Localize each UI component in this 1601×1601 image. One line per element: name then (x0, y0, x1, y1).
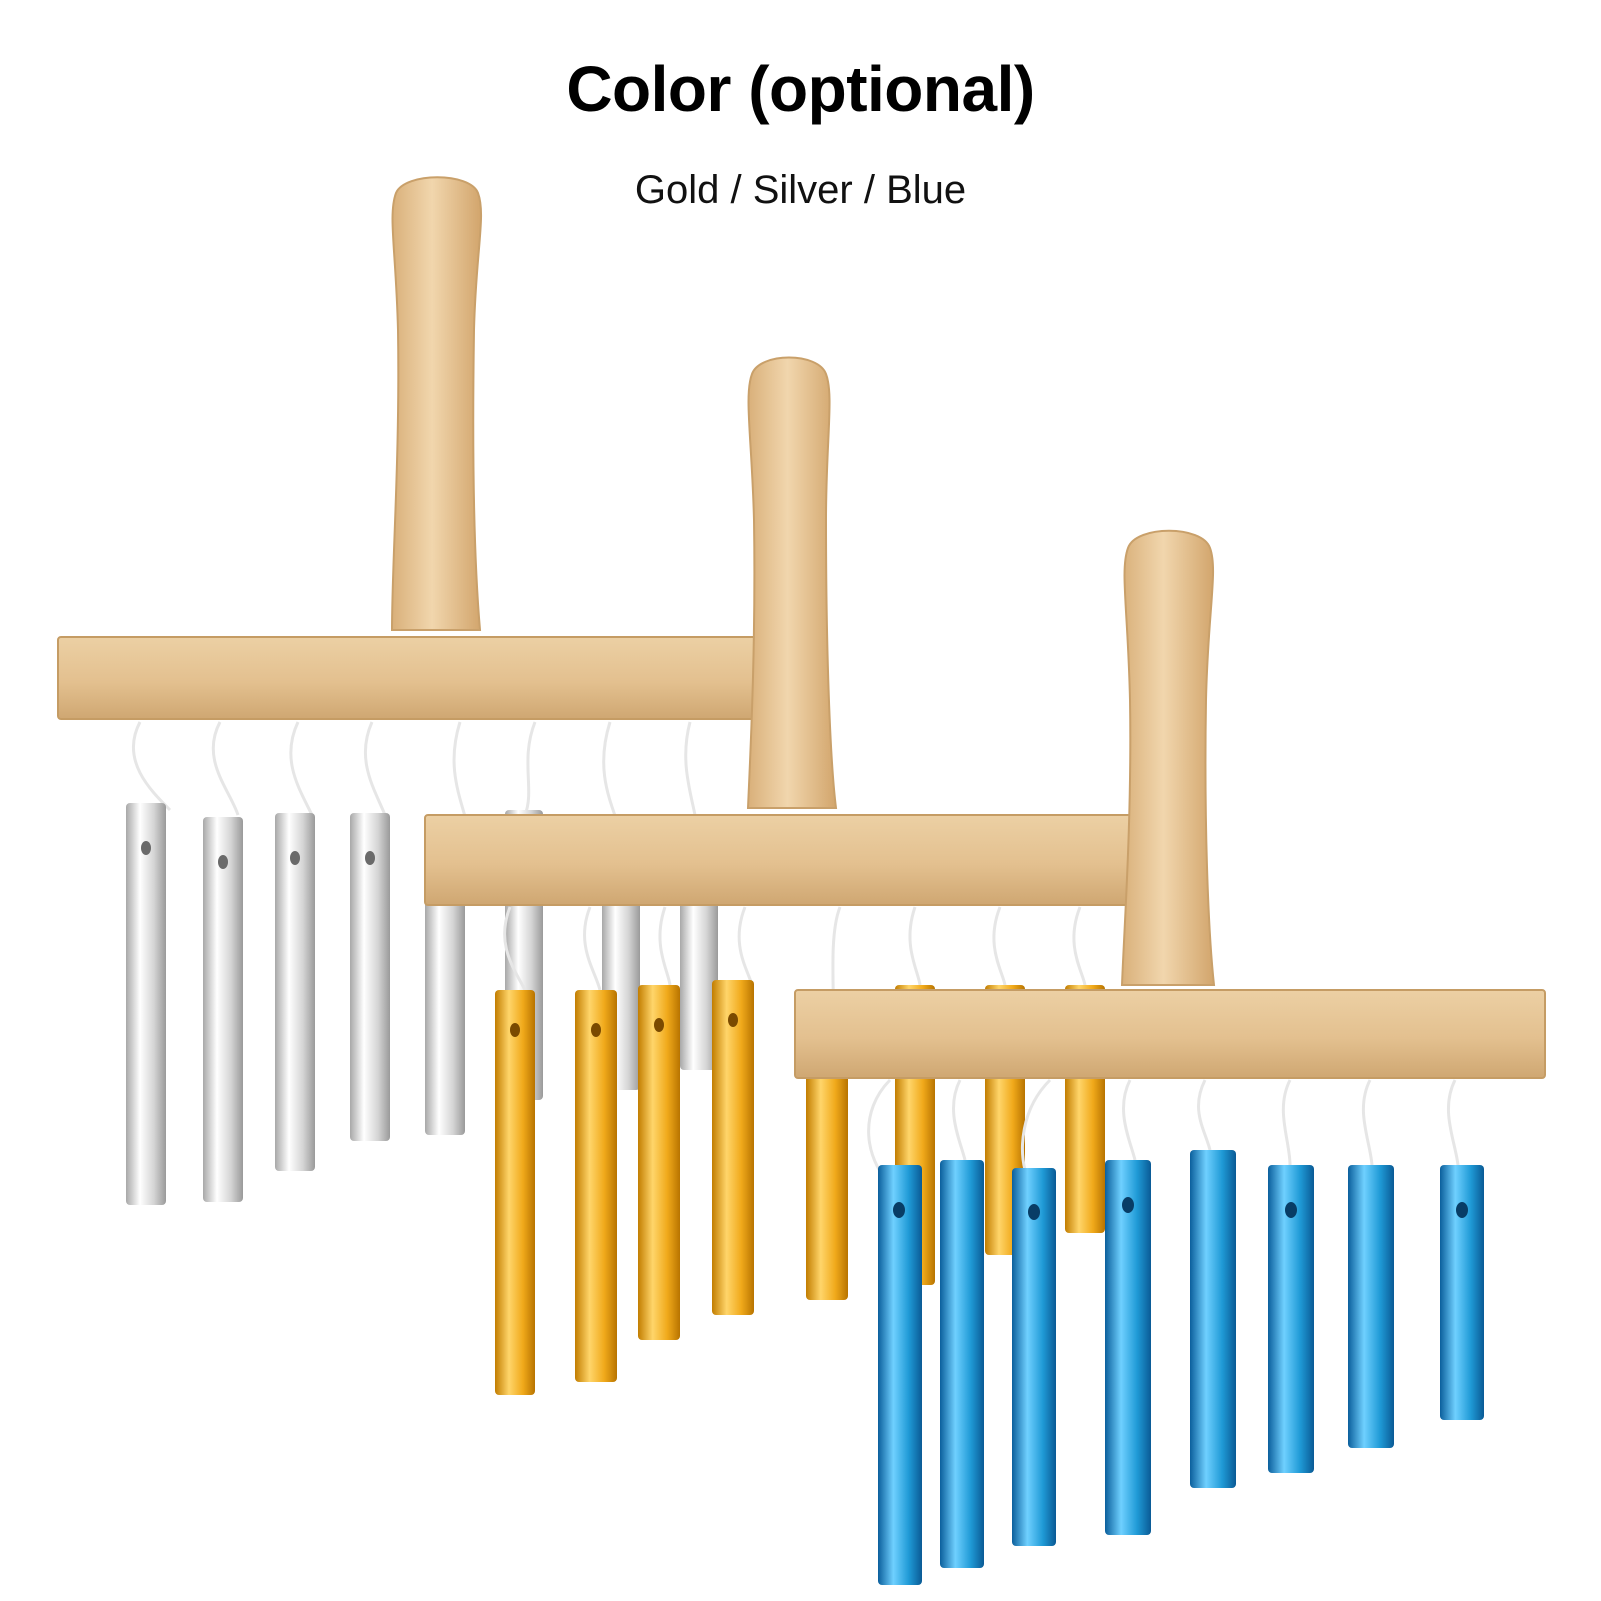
page-title: Color (optional) (566, 53, 1035, 125)
gold-chimes (424, 356, 1146, 1395)
color-options-subtitle: Gold / Silver / Blue (634, 168, 967, 212)
silver-chimes-handle (390, 176, 483, 631)
blue-chimes-bar (794, 989, 1546, 1079)
blue-chimes-handle (1120, 529, 1216, 986)
gold-chimes-bar (424, 814, 1146, 906)
gold-chimes-handle (746, 356, 838, 809)
silver-chimes-bar (57, 636, 759, 720)
blue-chimes (794, 529, 1546, 1585)
